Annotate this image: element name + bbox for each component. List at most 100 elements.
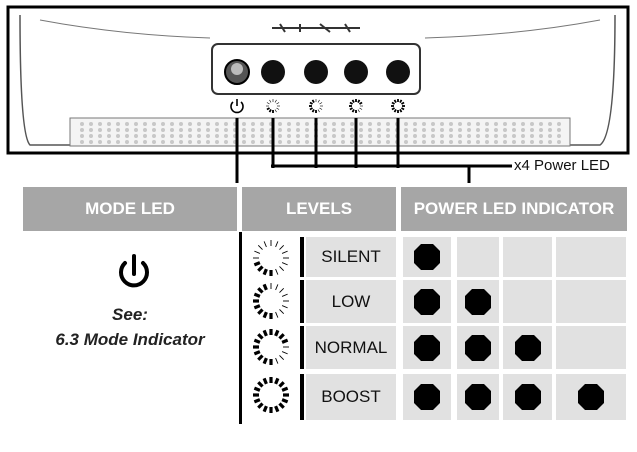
grille-hole xyxy=(260,140,264,144)
grille-hole xyxy=(188,140,192,144)
grille-hole xyxy=(152,122,156,126)
grille-hole xyxy=(422,140,426,144)
grille-hole xyxy=(305,122,309,126)
grille-hole xyxy=(494,122,498,126)
grille-hole xyxy=(386,122,390,126)
grille-hole xyxy=(413,140,417,144)
small-level-icon-segment xyxy=(317,109,320,113)
level-low-icon xyxy=(253,283,289,319)
level-icon-segment xyxy=(253,338,261,344)
level-normal-icon xyxy=(253,329,289,365)
power-led-on-dot xyxy=(414,384,440,410)
level-icon-segment xyxy=(262,405,268,413)
grille-hole xyxy=(89,134,93,138)
grille-hole xyxy=(179,122,183,126)
grille-hole xyxy=(251,134,255,138)
small-level-icon-segment xyxy=(357,109,360,113)
level-icon-segment xyxy=(281,262,288,266)
power-led-on-dot xyxy=(465,288,491,315)
grille-hole xyxy=(422,134,426,138)
grille-hole xyxy=(242,122,246,126)
small-level-icon-segment xyxy=(274,99,277,103)
level-icon-segment xyxy=(257,354,264,361)
grille-hole xyxy=(476,128,480,132)
power-led-on-dot xyxy=(465,334,491,361)
grille-hole xyxy=(305,134,309,138)
small-level-icon-segment xyxy=(401,101,405,105)
grille-hole xyxy=(431,128,435,132)
grille-hole xyxy=(368,122,372,126)
level-icon-segment xyxy=(257,402,264,409)
grille-hole xyxy=(107,128,111,132)
level-icon-segment xyxy=(279,309,285,315)
grille-hole xyxy=(530,122,534,126)
grille-hole xyxy=(413,134,417,138)
grille-hole xyxy=(350,128,354,132)
grille-hole xyxy=(89,140,93,144)
grille-hole xyxy=(323,128,327,132)
grille-hole xyxy=(557,122,561,126)
grille-hole xyxy=(287,140,291,144)
level-label-boost: BOOST xyxy=(306,374,396,420)
grille-hole xyxy=(440,122,444,126)
grille-hole xyxy=(485,128,489,132)
power-led-cell xyxy=(503,374,552,420)
grille-hole xyxy=(548,140,552,144)
level-icon-segment xyxy=(257,333,264,340)
grille-hole xyxy=(116,122,120,126)
small-level-icon-segment xyxy=(349,101,353,105)
grille-hole xyxy=(260,134,264,138)
grille-hole xyxy=(224,128,228,132)
grille-hole xyxy=(341,128,345,132)
grille-hole xyxy=(197,128,201,132)
power-button-4 xyxy=(386,60,410,84)
grille-hole xyxy=(386,140,390,144)
grille-hole xyxy=(449,140,453,144)
small-level-icon-segment xyxy=(391,101,395,105)
grille-hole xyxy=(143,128,147,132)
grille-hole xyxy=(206,122,210,126)
level-icon-segment xyxy=(281,338,289,344)
mode-indicator-reference: 6.3 Mode Indicator xyxy=(55,330,205,349)
grille-hole xyxy=(242,128,246,132)
power-led-cell xyxy=(503,326,552,369)
grille-hole xyxy=(323,134,327,138)
grille-hole xyxy=(251,128,255,132)
grille-hole xyxy=(278,122,282,126)
grille-hole xyxy=(242,134,246,138)
grille-hole xyxy=(530,140,534,144)
grille-hole xyxy=(332,122,336,126)
grille-hole xyxy=(503,134,507,138)
power-led-indicator-header: POWER LED INDICATOR xyxy=(401,187,627,231)
grille-hole xyxy=(341,140,345,144)
grille-hole xyxy=(152,134,156,138)
grille-hole xyxy=(260,122,264,126)
level-icon-segment xyxy=(278,381,285,388)
grille-hole xyxy=(431,140,435,144)
grille-hole xyxy=(350,122,354,126)
grille-hole xyxy=(467,128,471,132)
grille-hole xyxy=(512,134,516,138)
power-led-cell xyxy=(503,280,552,323)
level-boost-icon xyxy=(253,377,289,413)
level-icon-segment xyxy=(253,304,261,310)
grille-hole xyxy=(431,122,435,126)
grille-hole xyxy=(404,140,408,144)
grille-hole xyxy=(539,140,543,144)
grille-hole xyxy=(80,134,84,138)
grille-hole xyxy=(197,134,201,138)
power-led-cell xyxy=(457,326,499,369)
level-icon-segment xyxy=(281,250,288,254)
grille-hole xyxy=(548,128,552,132)
grille-hole xyxy=(89,128,93,132)
small-level-icon-segment xyxy=(399,99,403,103)
grille-hole xyxy=(125,134,129,138)
grille-hole xyxy=(206,134,210,138)
grille-hole xyxy=(503,128,507,132)
level-icon-segment xyxy=(279,244,285,250)
levels-divider xyxy=(239,232,242,424)
grille-hole xyxy=(296,122,300,126)
small-level-icon-segment xyxy=(309,101,313,105)
grille-hole xyxy=(431,134,435,138)
grille-hole xyxy=(89,122,93,126)
